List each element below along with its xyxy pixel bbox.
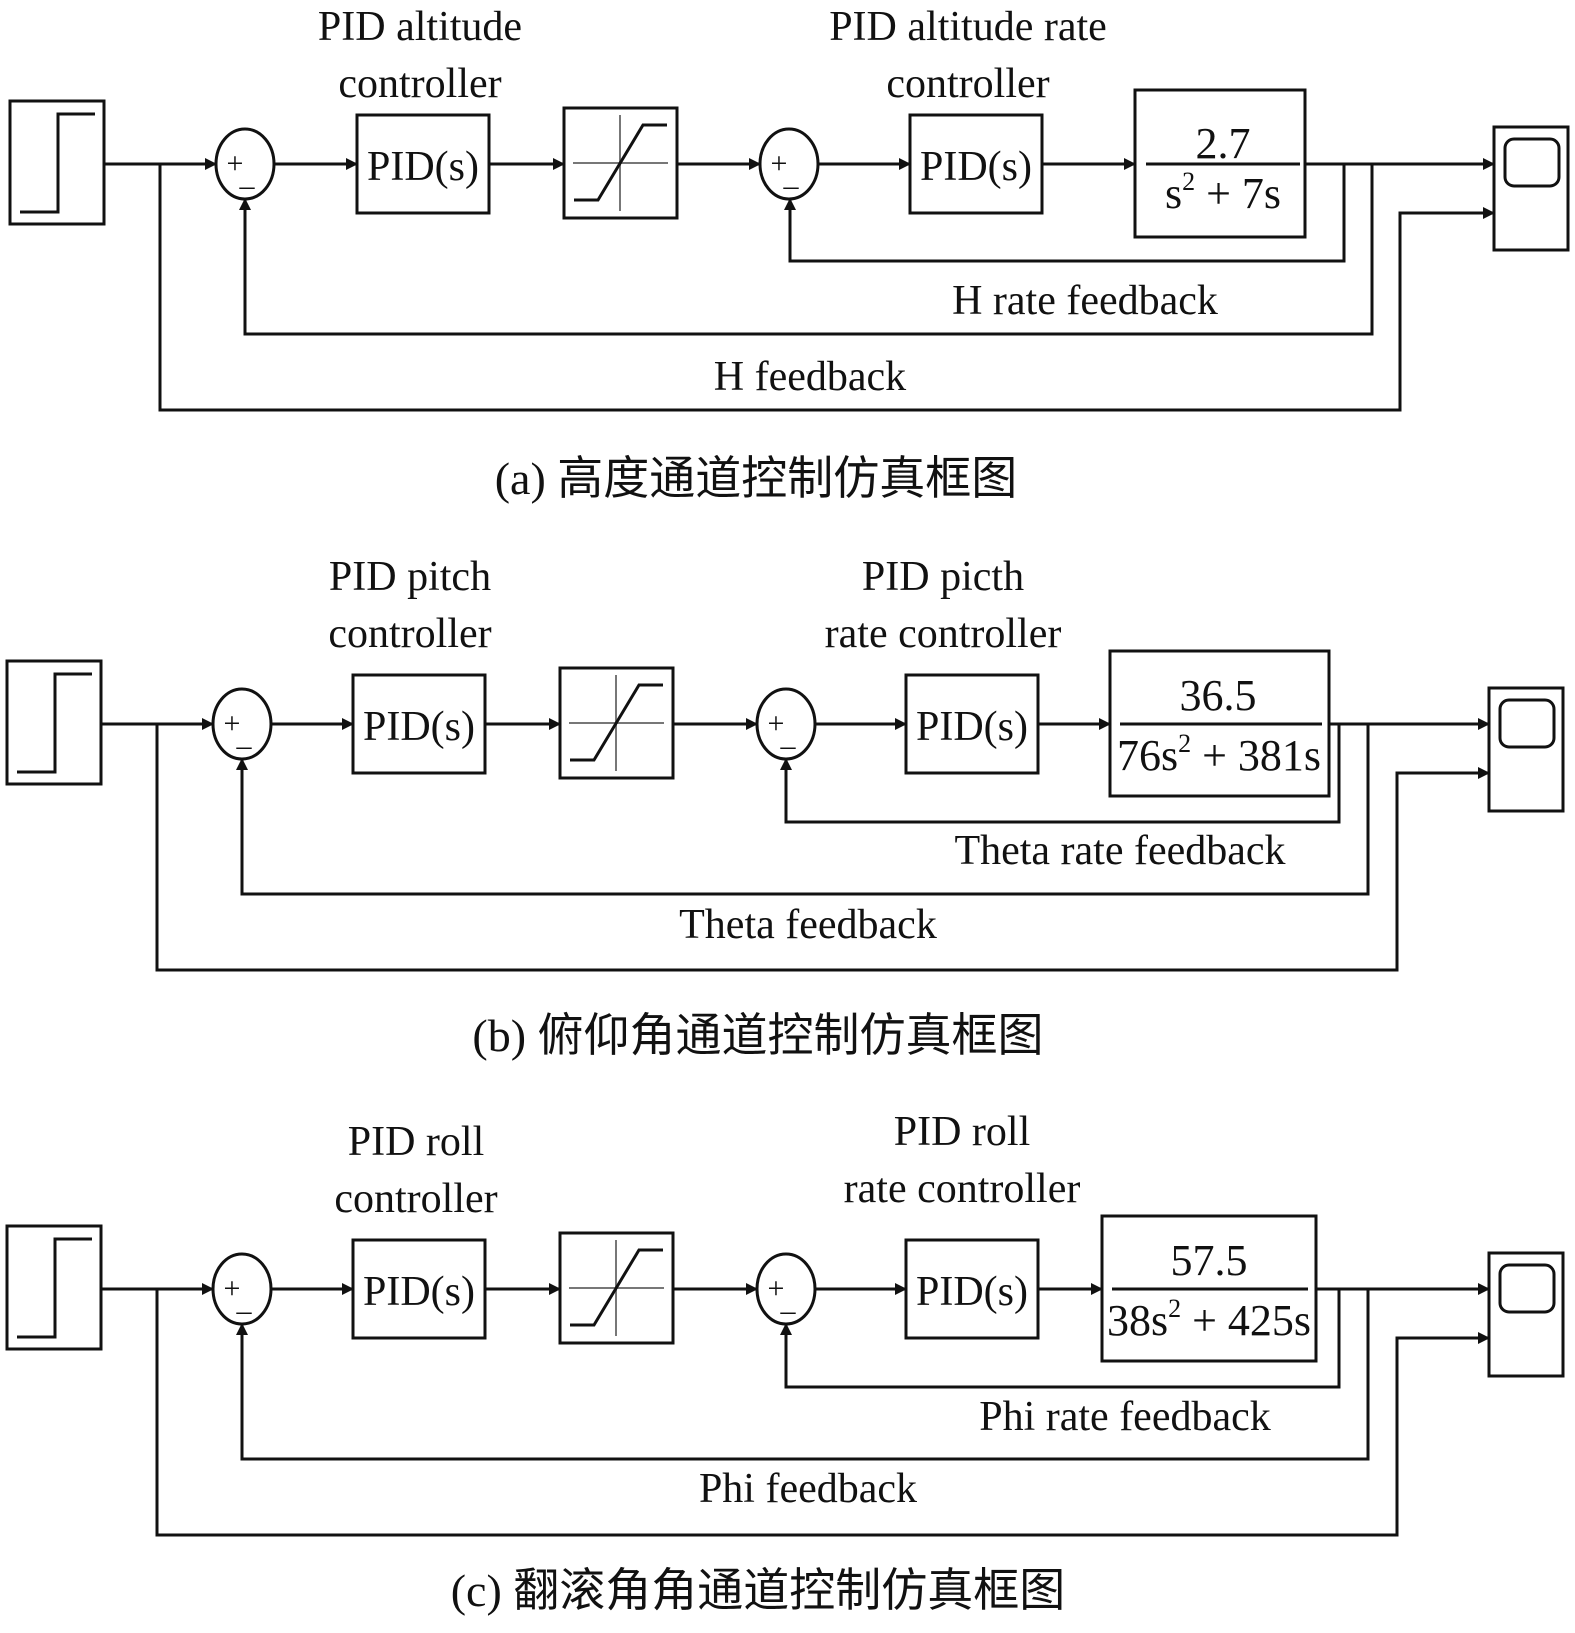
outer-feedback-label: H feedback xyxy=(714,354,906,400)
pid-inner-label: PID(s) xyxy=(920,144,1032,190)
signal-wires xyxy=(101,718,1490,972)
sum-junction-inner[interactable]: + _ xyxy=(755,687,817,761)
saturation-block[interactable] xyxy=(562,106,679,220)
caption: (c) 翻滚角角通道控制仿真框图 xyxy=(451,1565,1066,1616)
pid-inner-label: PID(s) xyxy=(916,704,1028,750)
sum-junction-outer[interactable]: + _ xyxy=(211,1252,273,1326)
plus-sign: + xyxy=(768,707,785,740)
pid-outer-block[interactable]: PID(s) xyxy=(351,1238,487,1340)
outer-controller-subtitle: controller xyxy=(334,1176,497,1222)
step-source-block[interactable] xyxy=(5,659,103,786)
pid-inner-block[interactable]: PID(s) xyxy=(908,113,1044,215)
tf-denominator: 76s2 + 381s xyxy=(1117,729,1321,780)
tf-numerator: 2.7 xyxy=(1196,119,1251,168)
caption: (a) 高度通道控制仿真框图 xyxy=(495,453,1018,504)
diagram-b-pitch: PID pitch controller PID picth rate cont… xyxy=(5,554,1565,1061)
plus-sign: + xyxy=(224,1272,241,1305)
pid-outer-block[interactable]: PID(s) xyxy=(351,673,487,775)
inner-controller-title: PID roll xyxy=(894,1109,1031,1155)
minus-sign: _ xyxy=(780,719,797,752)
minus-sign: _ xyxy=(236,1284,253,1317)
outer-controller-subtitle: controller xyxy=(328,611,491,657)
inner-feedback-label: Theta rate feedback xyxy=(954,828,1285,874)
step-icon xyxy=(17,1237,92,1339)
outer-feedback-label: Theta feedback xyxy=(679,902,937,948)
outer-feedback-label: Phi feedback xyxy=(699,1466,917,1512)
plus-sign: + xyxy=(771,147,788,180)
scope-block[interactable] xyxy=(1487,686,1565,813)
pid-outer-label: PID(s) xyxy=(367,144,479,190)
plus-sign: + xyxy=(768,1272,785,1305)
minus-sign: _ xyxy=(239,159,256,192)
pid-outer-label: PID(s) xyxy=(363,704,475,750)
plant-transfer-function[interactable]: 2.7 s2 + 7s xyxy=(1133,88,1307,239)
signal-wires xyxy=(101,1283,1490,1537)
inner-feedback-label: Phi rate feedback xyxy=(979,1394,1271,1440)
saturation-icon xyxy=(574,123,667,202)
inner-controller-subtitle: rate controller xyxy=(825,611,1062,657)
pid-outer-label: PID(s) xyxy=(363,1269,475,1315)
pid-inner-label: PID(s) xyxy=(916,1269,1028,1315)
minus-sign: _ xyxy=(780,1284,797,1317)
scope-screen-icon xyxy=(1498,1263,1556,1314)
diagram-c-roll: PID roll controller PID roll rate contro… xyxy=(5,1109,1565,1616)
outer-controller-title: PID altitude xyxy=(318,4,522,50)
saturation-block[interactable] xyxy=(558,666,675,780)
outer-controller-title: PID roll xyxy=(348,1119,485,1165)
plus-sign: + xyxy=(224,707,241,740)
outer-controller-title: PID pitch xyxy=(329,554,491,600)
step-source-block[interactable] xyxy=(8,99,106,226)
plus-sign: + xyxy=(227,147,244,180)
sum-junction-outer[interactable]: + _ xyxy=(211,687,273,761)
inner-feedback-label: H rate feedback xyxy=(952,278,1218,324)
saturation-icon xyxy=(570,683,663,762)
saturation-block[interactable] xyxy=(558,1231,675,1345)
tf-denominator: s2 + 7s xyxy=(1165,167,1281,218)
outer-controller-subtitle: controller xyxy=(338,61,501,107)
sum-junction-inner[interactable]: + _ xyxy=(755,1252,817,1326)
inner-controller-subtitle: rate controller xyxy=(844,1166,1081,1212)
saturation-icon xyxy=(570,1248,663,1327)
step-source-block[interactable] xyxy=(5,1224,103,1351)
inner-controller-title: PID altitude rate xyxy=(829,4,1107,50)
step-icon xyxy=(17,672,92,774)
diagram-a-altitude: PID altitude controller PID altitude rat… xyxy=(8,4,1570,504)
tf-numerator: 57.5 xyxy=(1171,1236,1248,1285)
tf-numerator: 36.5 xyxy=(1180,671,1257,720)
minus-sign: _ xyxy=(236,719,253,752)
minus-sign: _ xyxy=(783,159,800,192)
scope-screen-icon xyxy=(1503,137,1561,188)
signal-wires xyxy=(104,158,1495,412)
tf-denominator: 38s2 + 425s xyxy=(1107,1294,1311,1345)
pid-outer-block[interactable]: PID(s) xyxy=(355,113,491,215)
inner-controller-title: PID picth xyxy=(862,554,1024,600)
caption: (b) 俯仰角通道控制仿真框图 xyxy=(472,1010,1043,1061)
scope-block[interactable] xyxy=(1492,125,1570,252)
sum-junction-outer[interactable]: + _ xyxy=(214,127,276,201)
plant-transfer-function[interactable]: 57.5 38s2 + 425s xyxy=(1100,1214,1318,1363)
scope-screen-icon xyxy=(1498,698,1556,749)
plant-transfer-function[interactable]: 36.5 76s2 + 381s xyxy=(1108,649,1331,798)
pid-inner-block[interactable]: PID(s) xyxy=(904,673,1040,775)
sum-junction-inner[interactable]: + _ xyxy=(758,127,820,201)
inner-controller-subtitle: controller xyxy=(886,61,1049,107)
pid-inner-block[interactable]: PID(s) xyxy=(904,1238,1040,1340)
step-icon xyxy=(20,112,95,214)
scope-block[interactable] xyxy=(1487,1251,1565,1378)
